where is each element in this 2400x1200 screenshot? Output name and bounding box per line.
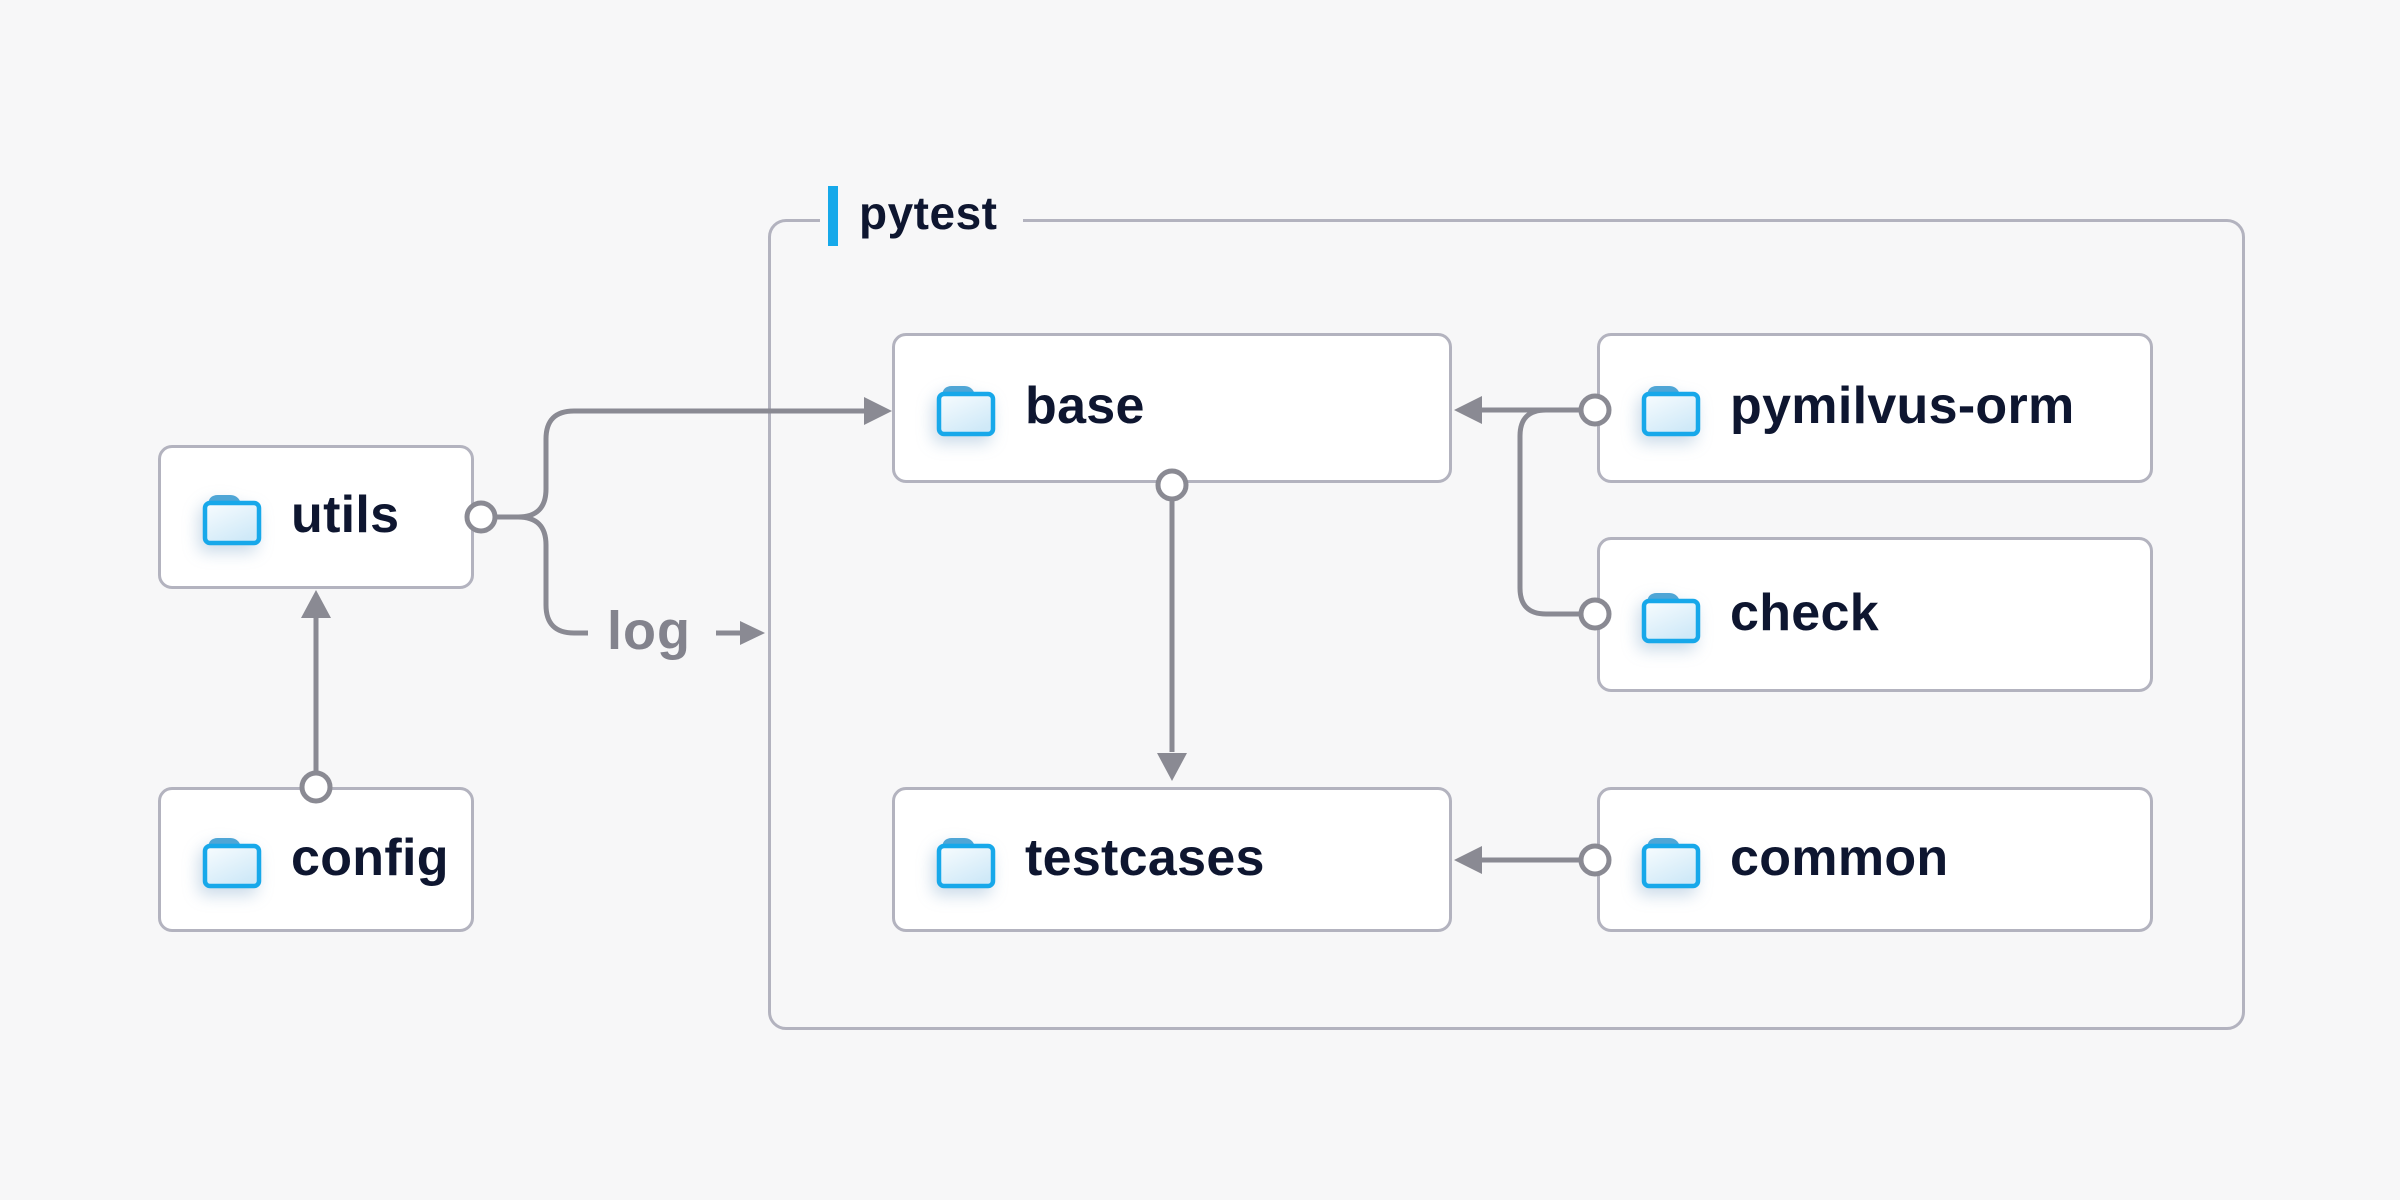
folder-icon	[936, 386, 996, 437]
node-label: testcases	[1025, 828, 1265, 887]
node-common: common	[1597, 787, 2153, 932]
node-config: config	[158, 787, 474, 932]
edge-label-log: log	[607, 601, 691, 661]
folder-icon	[936, 837, 996, 888]
folder-icon	[1641, 837, 1701, 888]
folder-icon	[202, 495, 262, 546]
arrowhead-right-small-icon	[740, 621, 765, 645]
node-utils: utils	[158, 445, 474, 589]
pytest-group-label: pytest	[820, 183, 1024, 249]
node-label: utils	[291, 486, 400, 544]
node-testcases: testcases	[892, 787, 1452, 932]
folder-icon	[202, 837, 262, 888]
pytest-group-border	[768, 219, 2245, 1030]
node-label: pymilvus-orm	[1730, 377, 2075, 435]
edge-config-to-utils	[299, 590, 333, 804]
pytest-group-title: pytest	[859, 187, 998, 239]
node-label: common	[1730, 828, 1949, 887]
node-base: base	[892, 333, 1452, 483]
arrowhead-up-icon	[301, 590, 331, 618]
accent-bar	[828, 186, 838, 246]
node-label: config	[291, 828, 449, 887]
node-check: check	[1597, 537, 2153, 692]
node-label: check	[1730, 583, 1879, 642]
node-pymilvus-orm: pymilvus-orm	[1597, 333, 2153, 483]
folder-icon	[1641, 386, 1701, 437]
folder-icon	[1641, 592, 1701, 643]
node-label: base	[1025, 377, 1145, 435]
